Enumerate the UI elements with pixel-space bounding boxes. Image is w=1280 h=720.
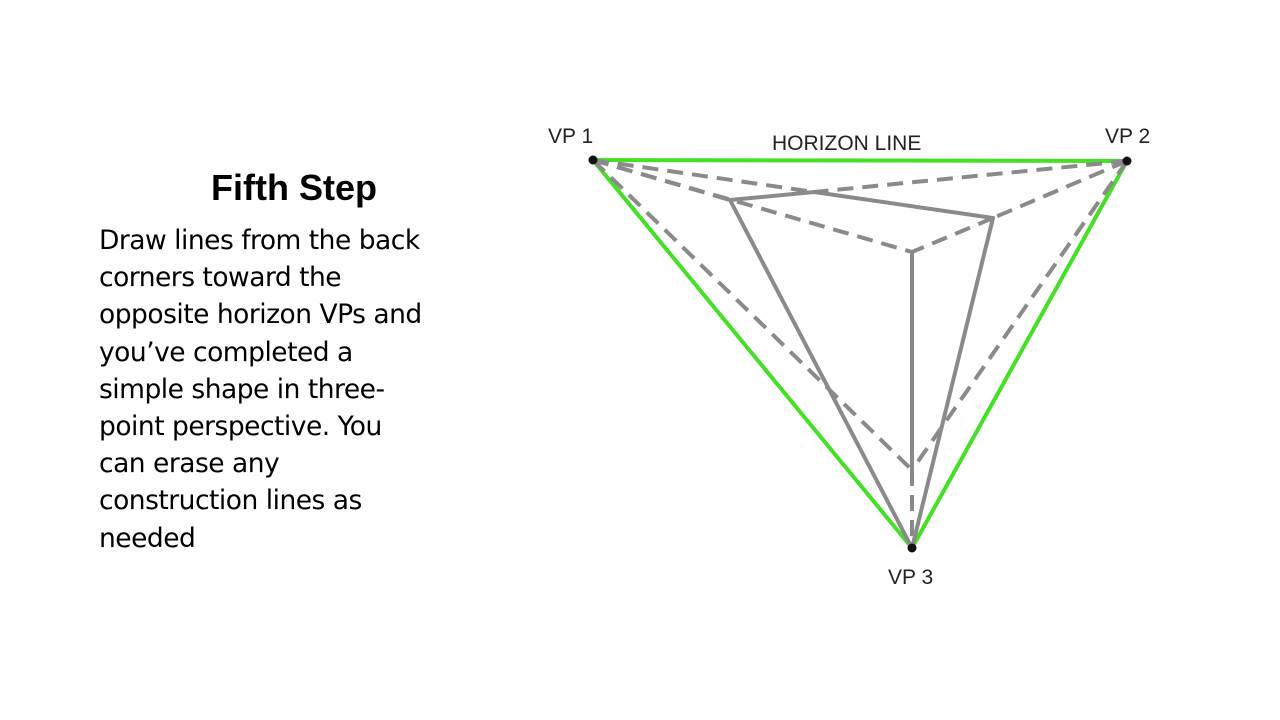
- shape-right-edge: [910, 216, 995, 550]
- vp3-label: VP 3: [888, 566, 933, 589]
- guide-line-vp1-vp3: [591, 158, 914, 550]
- construction-line: [592, 158, 815, 194]
- construction-line: [910, 159, 1129, 472]
- horizon-line: [591, 158, 1129, 163]
- construction-lines: [591, 158, 1129, 548]
- shape-left-edge: [728, 198, 914, 550]
- vp1-label: VP 1: [548, 125, 593, 148]
- slide-body-text: Draw lines from the back corners toward …: [99, 225, 422, 554]
- shape-top-edge: [728, 190, 995, 220]
- guide-line-vp2-vp3: [910, 159, 1129, 550]
- vanishing-points: [588, 155, 1132, 553]
- construction-line: [813, 159, 1128, 194]
- shape-edges: [728, 190, 995, 550]
- construction-line: [592, 158, 913, 254]
- horizon-line-label: HORIZON LINE: [772, 132, 921, 155]
- construction-line: [591, 158, 914, 472]
- guide-lines: [591, 158, 1129, 550]
- vp2-point: [1122, 156, 1132, 166]
- slide-title: Fifth Step: [211, 167, 377, 208]
- vp2-label: VP 2: [1105, 125, 1150, 148]
- vp1-point: [588, 155, 598, 165]
- vp3-point: [907, 543, 917, 553]
- construction-line: [911, 216, 994, 254]
